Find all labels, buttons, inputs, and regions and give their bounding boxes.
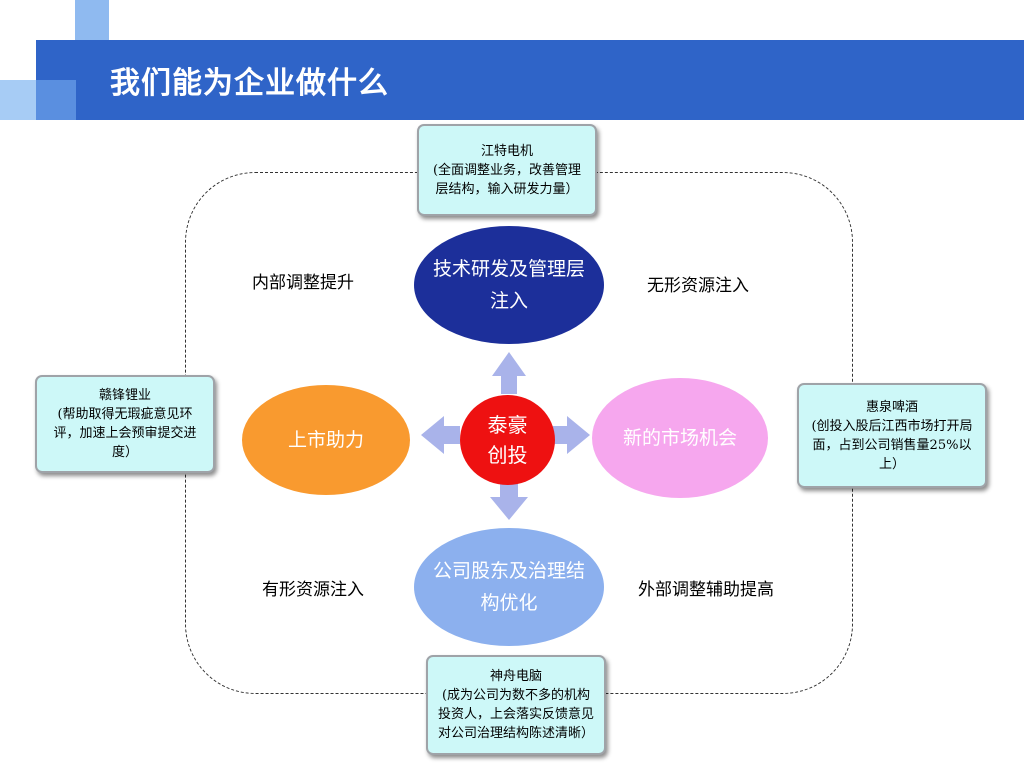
callout-left-desc: (帮助取得无瑕疵意见环评，加速上会预审提交进度） <box>53 407 197 460</box>
callout-right-name: 惠泉啤酒 <box>865 399 918 415</box>
label-bottom-left: 有形资源注入 <box>262 580 364 600</box>
callout-left: 赣锋锂业 (帮助取得无瑕疵意见环评，加速上会预审提交进度） <box>35 375 215 473</box>
node-bottom: 公司股东及治理结构优化 <box>414 528 604 646</box>
node-center: 泰豪 创投 <box>460 395 555 485</box>
node-right-label: 新的市场机会 <box>622 426 737 449</box>
callout-top-name: 江特电机 <box>480 143 533 159</box>
decor-square <box>36 80 76 120</box>
decor-square <box>75 0 109 40</box>
node-right: 新的市场机会 <box>592 378 768 498</box>
arrow-right-icon <box>553 416 590 454</box>
callout-right-desc: (创投入股后江西市场打开局面，占到公司销售量25%以上） <box>811 418 973 472</box>
arrow-down-icon <box>490 482 528 520</box>
label-top-left: 内部调整提升 <box>252 273 354 293</box>
header-bar <box>36 40 1024 120</box>
callout-bottom-name: 神舟电脑 <box>489 669 542 684</box>
page-title: 我们能为企业做什么 <box>110 66 389 101</box>
arrow-left-icon <box>421 416 460 454</box>
arrow-up-icon <box>492 352 526 394</box>
label-bottom-right: 外部调整辅助提高 <box>638 580 774 600</box>
node-top-label: 技术研发及管理层注入 <box>432 257 585 312</box>
node-top: 技术研发及管理层注入 <box>414 226 604 344</box>
callout-right: 惠泉啤酒 (创投入股后江西市场打开局面，占到公司销售量25%以上） <box>797 383 987 488</box>
center-line1: 泰豪 <box>487 413 528 437</box>
label-top-right: 无形资源注入 <box>647 276 749 296</box>
center-line2: 创投 <box>487 443 528 467</box>
node-bottom-label: 公司股东及治理结构优化 <box>432 559 585 614</box>
callout-bottom-desc: (成为公司为数不多的机构投资人，上会落实反馈意见对公司治理结构陈述清晰） <box>437 688 594 741</box>
callout-top: 江特电机 (全面调整业务，改善管理层结构，输入研发力量） <box>417 124 597 216</box>
node-left: 上市助力 <box>242 385 410 495</box>
node-left-label: 上市助力 <box>287 428 364 451</box>
callout-left-name: 赣锋锂业 <box>98 388 151 403</box>
callout-top-desc: (全面调整业务，改善管理层结构，输入研发力量） <box>432 162 582 197</box>
callout-bottom: 神舟电脑 (成为公司为数不多的机构投资人，上会落实反馈意见对公司治理结构陈述清晰… <box>426 655 606 755</box>
decor-square <box>0 80 36 120</box>
